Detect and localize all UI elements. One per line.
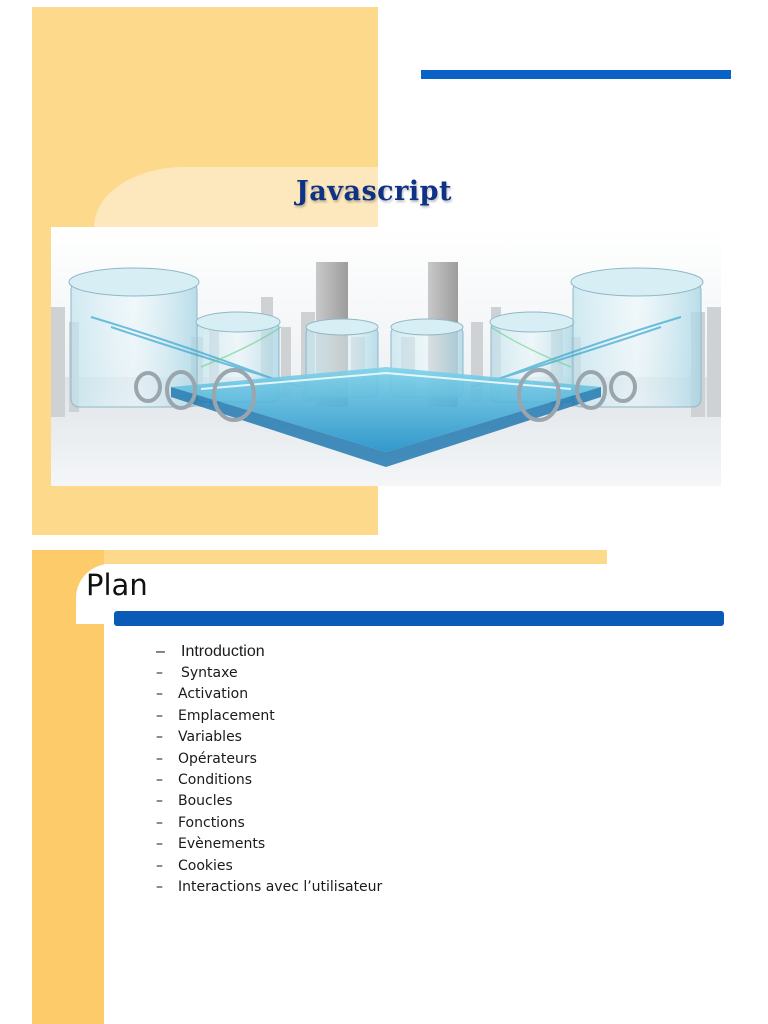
list-item-label: Introduction: [181, 643, 265, 660]
list-item: – Introduction: [156, 643, 382, 665]
plan-list: – Introduction – Syntaxe – Activation – …: [156, 643, 382, 900]
list-item-label: Conditions: [178, 771, 253, 788]
list-item: – Fonctions: [156, 815, 382, 836]
slide1-accent-bar: [421, 70, 731, 79]
list-item: – Emplacement: [156, 708, 382, 729]
bullet-dash: –: [156, 686, 163, 703]
hero-image: [51, 227, 721, 486]
list-item: – Interactions avec l’utilisateur: [156, 879, 382, 900]
list-item: – Evènements: [156, 836, 382, 857]
list-item-label: Fonctions: [178, 814, 245, 831]
bullet-dash: –: [156, 771, 163, 788]
list-item-label: Opérateurs: [178, 750, 257, 767]
slide1-title: Javascript: [296, 176, 452, 207]
list-item: – Boucles: [156, 793, 382, 814]
slide2-top-bar: [32, 550, 607, 564]
bullet-dash: –: [156, 665, 163, 681]
list-item: – Cookies: [156, 858, 382, 879]
bullet-dash: –: [156, 643, 165, 660]
list-item: – Variables: [156, 729, 382, 750]
list-item-label: Syntaxe: [181, 665, 238, 681]
bullet-dash: –: [156, 729, 163, 746]
list-item: – Activation: [156, 686, 382, 707]
bullet-dash: –: [156, 793, 163, 810]
list-item-label: Cookies: [178, 857, 233, 874]
bullet-dash: –: [156, 814, 163, 831]
bullet-dash: –: [156, 857, 163, 874]
list-item-label: Variables: [178, 729, 242, 746]
list-item-label: Evènements: [178, 836, 266, 853]
list-item: – Conditions: [156, 772, 382, 793]
list-item-label: Activation: [178, 686, 249, 703]
bullet-dash: –: [156, 750, 163, 767]
slide1-curve-shape: [94, 167, 378, 227]
slide2-accent-bar: [114, 611, 724, 626]
glass-cylinders-city-icon: [51, 227, 721, 486]
bullet-dash: –: [156, 707, 163, 724]
slide2-title: Plan: [86, 568, 148, 602]
list-item-label: Interactions avec l’utilisateur: [178, 878, 383, 895]
list-item-label: Boucles: [178, 793, 233, 810]
bullet-dash: –: [156, 836, 163, 853]
bullet-dash: –: [156, 878, 163, 895]
list-item: – Syntaxe: [156, 665, 382, 686]
list-item-label: Emplacement: [178, 707, 275, 724]
slide2-sidebar: [32, 550, 104, 1024]
list-item: – Opérateurs: [156, 751, 382, 772]
